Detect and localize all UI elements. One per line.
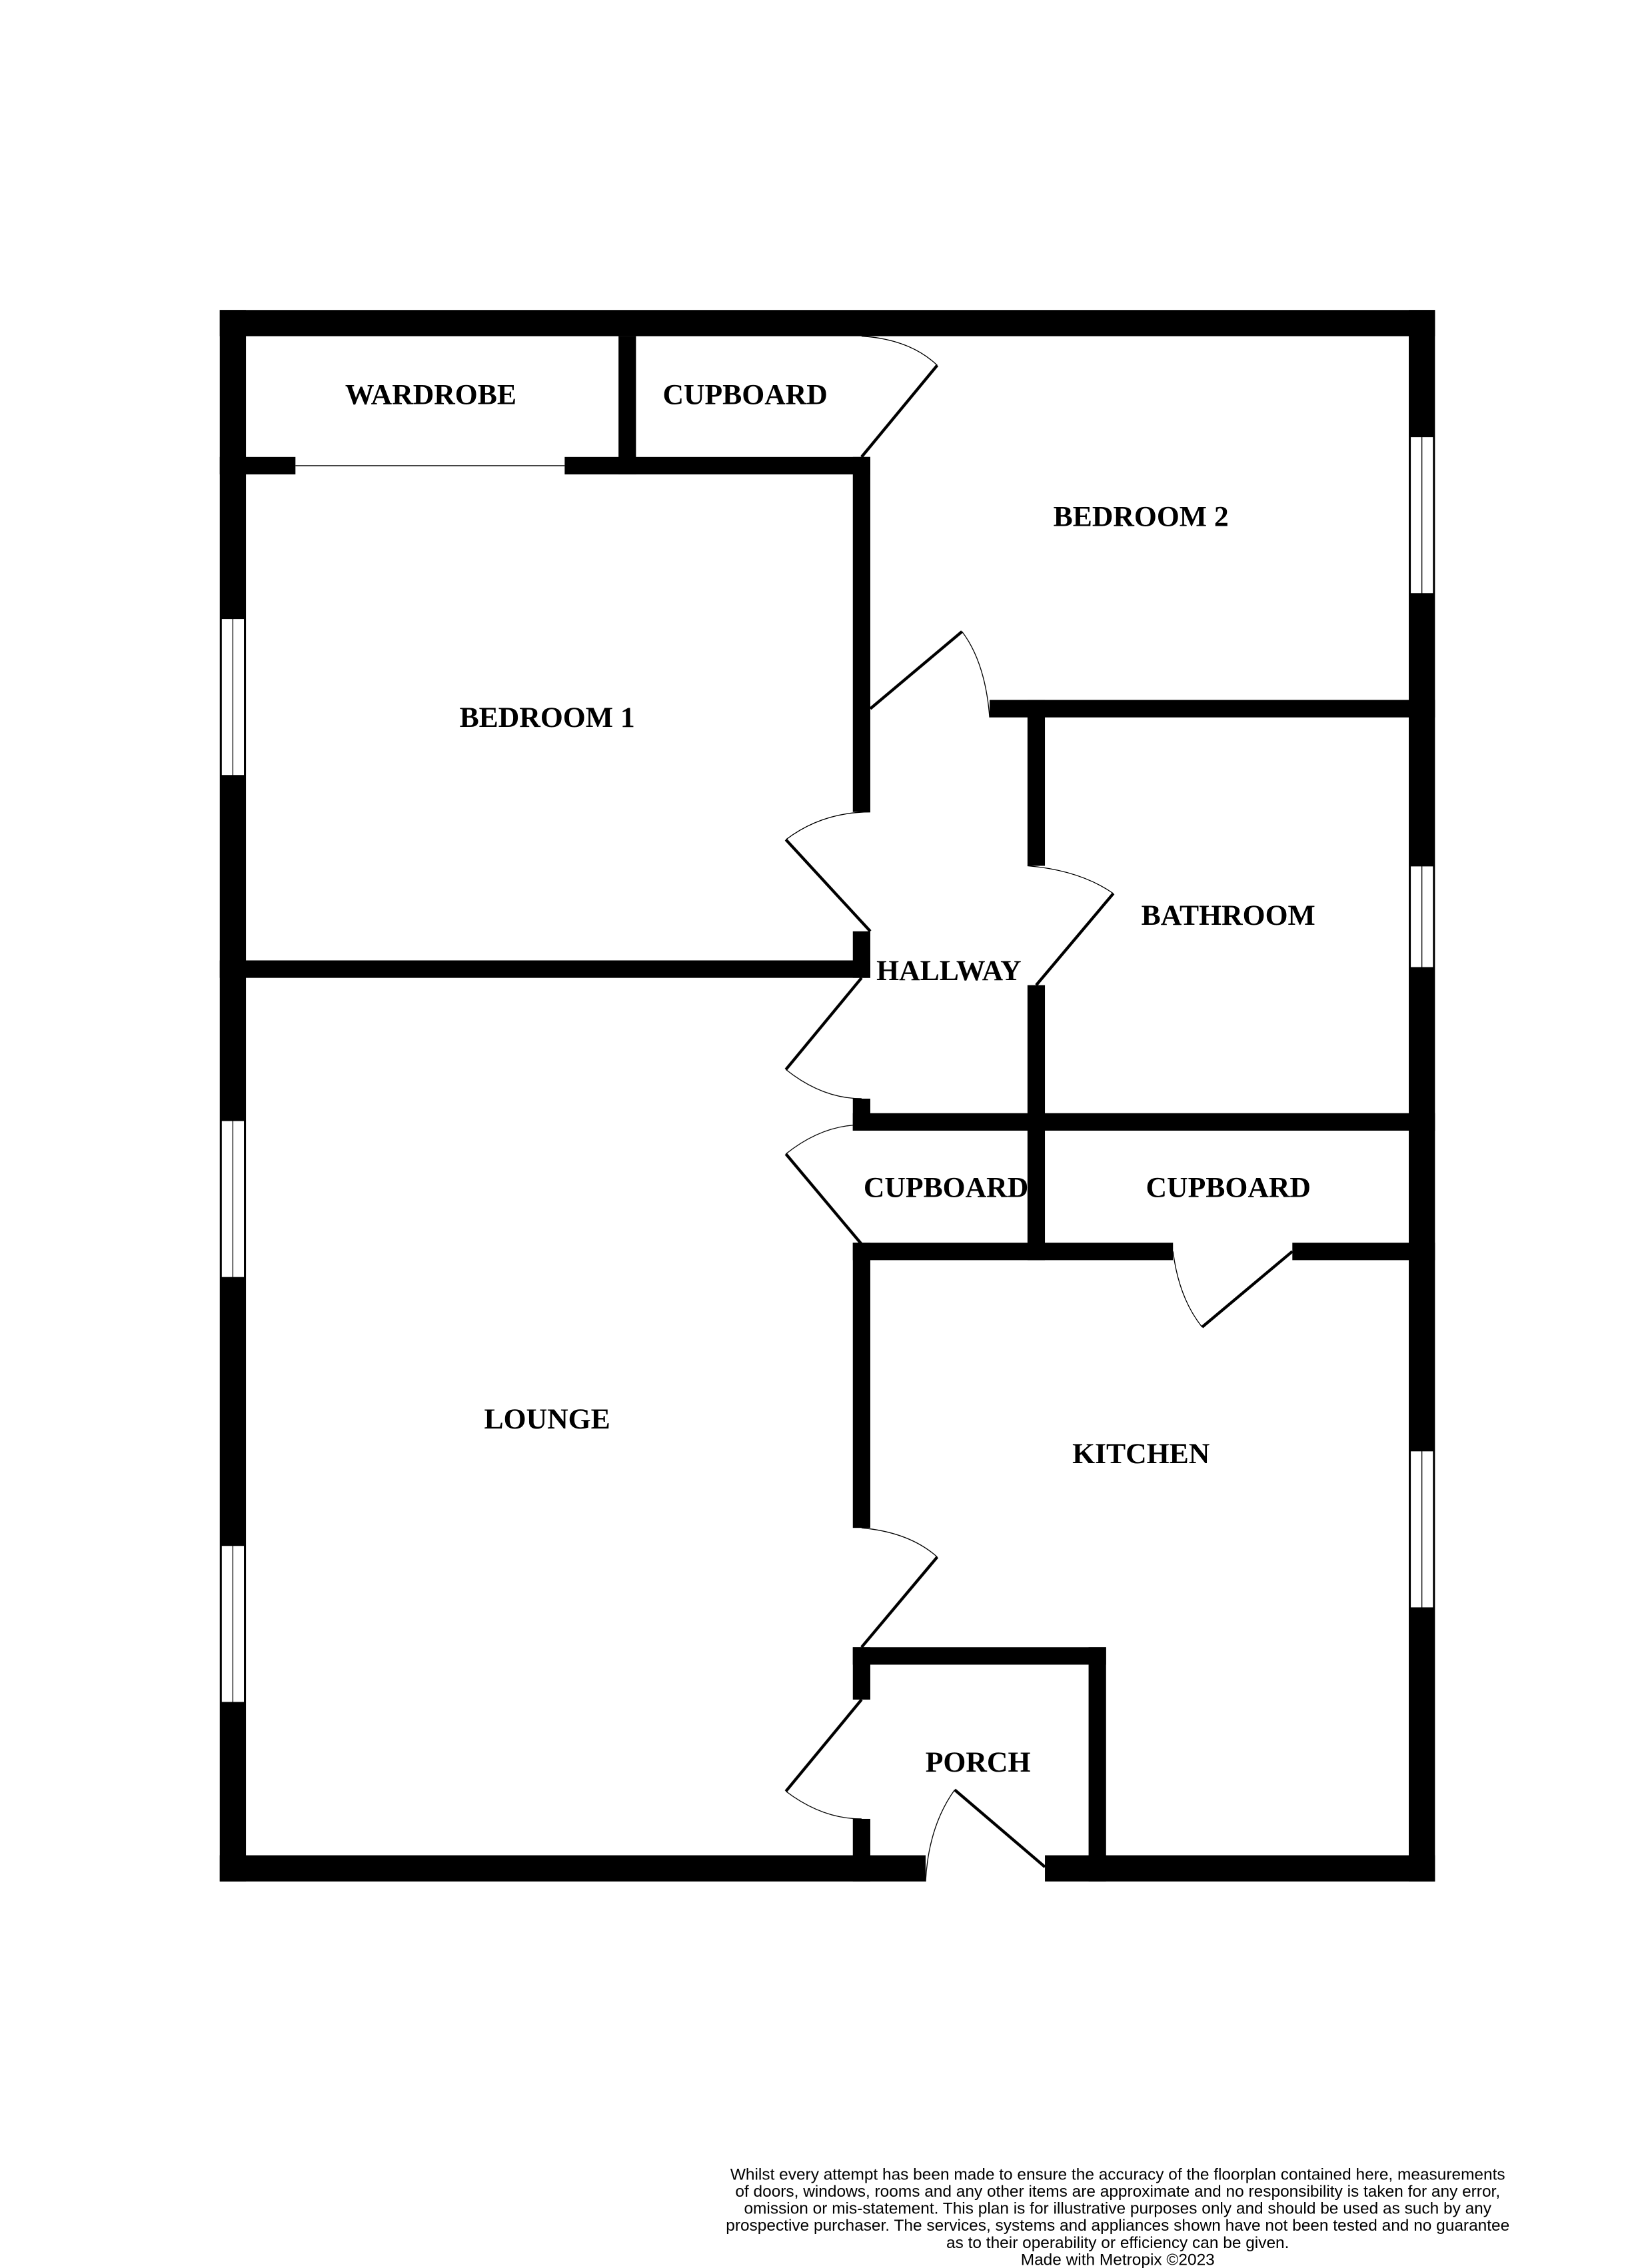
disclaimer-line: of doors, windows, rooms and any other i… [735,2183,1500,2201]
windows [221,436,1435,1704]
disclaimer-credit: Made with Metropix ©2023 [1021,2251,1215,2268]
room-label-bathroom: BATHROOM [1142,899,1315,931]
room-label-wardrobe: WARDROBE [345,378,516,410]
disclaimer-line: omission or mis-statement. This plan is … [744,2200,1491,2218]
room-label-kitchen: KITCHEN [1072,1438,1210,1470]
walls [219,310,1435,1882]
disclaimer-line: prospective purchaser. The services, sys… [726,2217,1509,2235]
disclaimer-line: Whilst every attempt has been made to en… [730,2166,1505,2184]
room-label-lounge: LOUNGE [484,1403,610,1435]
room-label-cupboard-kitchen: CUPBOARD [1146,1172,1311,1204]
doors [784,335,1293,1882]
room-label-cupboard-top: CUPBOARD [662,378,827,410]
room-label-cupboard-hall: CUPBOARD [864,1172,1028,1204]
room-label-porch: PORCH [926,1746,1031,1778]
room-labels: WARDROBE CUPBOARD BEDROOM 2 BEDROOM 1 BA… [345,378,1315,1778]
room-label-bedroom-2: BEDROOM 2 [1054,501,1229,533]
room-label-hallway: HALLWAY [876,955,1022,987]
disclaimer: Whilst every attempt has been made to en… [726,2166,1509,2268]
room-label-bedroom-1: BEDROOM 1 [460,702,635,734]
disclaimer-line: as to their operability or efficiency ca… [946,2234,1289,2252]
